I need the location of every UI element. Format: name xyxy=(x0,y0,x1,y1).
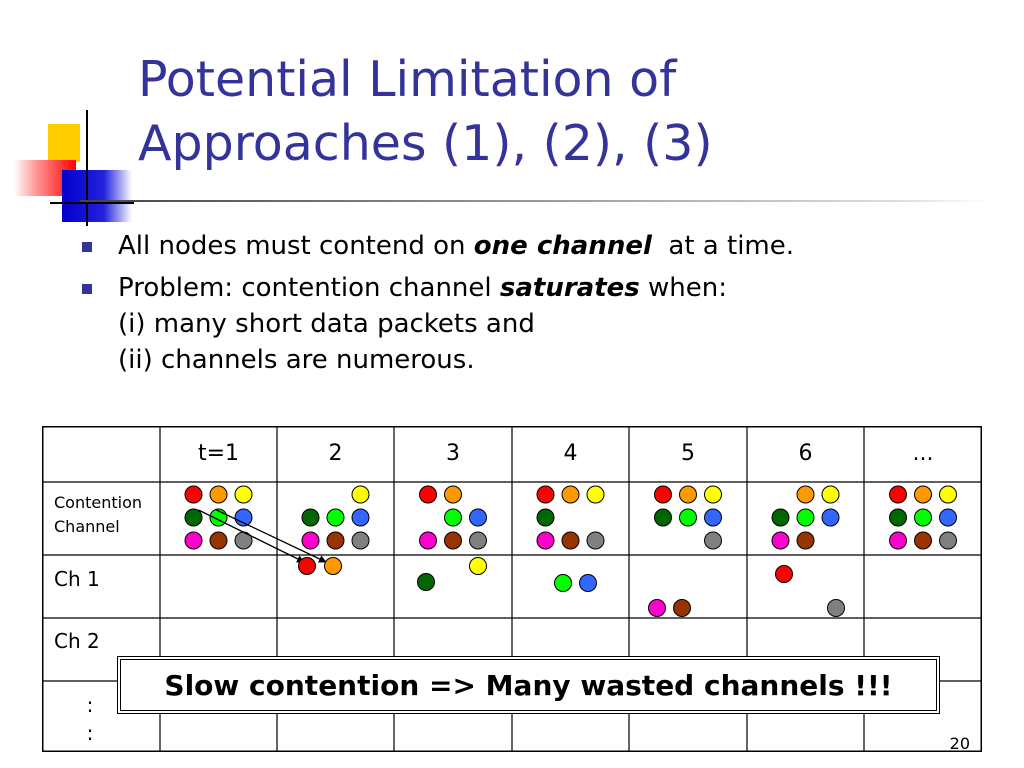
node-dot xyxy=(889,508,907,527)
node-dot xyxy=(209,531,228,550)
node-dot xyxy=(419,485,437,504)
node-dot xyxy=(554,574,572,592)
slide-title: Potential Limitation of Approaches (1), … xyxy=(138,48,713,176)
arrow-orange-to-ch1 xyxy=(216,509,327,563)
node-dot xyxy=(419,531,437,550)
slide-title-line-2: Approaches (1), (2), (3) xyxy=(138,115,713,172)
node-dot xyxy=(326,508,345,527)
decor-vertical-line xyxy=(86,110,88,226)
node-dot xyxy=(234,485,253,504)
node-dot xyxy=(914,485,932,504)
bullet-text-end: at a time. xyxy=(651,231,794,261)
node-dot xyxy=(324,557,342,575)
node-dot xyxy=(939,508,957,527)
node-dot xyxy=(889,485,907,504)
node-dot xyxy=(775,565,793,583)
node-dot xyxy=(234,508,253,527)
node-dot xyxy=(444,531,462,550)
node-dot xyxy=(184,485,203,504)
bullet-text: All nodes must contend on xyxy=(118,231,474,261)
table-header-cell: 6 xyxy=(799,441,813,466)
node-dot xyxy=(821,508,840,527)
table-header-cell: 4 xyxy=(564,441,578,466)
row-label-ch1: Ch 1 xyxy=(54,567,100,591)
title-underline xyxy=(80,200,990,202)
page-number: 20 xyxy=(949,734,970,753)
node-dot xyxy=(351,508,370,527)
node-dot xyxy=(469,531,487,550)
row-label-ch2: Ch 2 xyxy=(54,629,100,653)
node-dot xyxy=(351,485,370,504)
node-dot xyxy=(679,485,697,504)
table-header-cell: 2 xyxy=(329,441,343,466)
bullet-text-end: when: xyxy=(639,273,728,303)
node-dot xyxy=(704,508,722,527)
table-header-cell: 3 xyxy=(446,441,460,466)
row-label-ellipsis: : xyxy=(87,721,94,745)
decor-horizontal-line xyxy=(50,202,134,204)
node-dot xyxy=(939,531,957,550)
bullet-subline: (i) many short data packets and xyxy=(118,309,535,339)
row-label-ellipsis: : xyxy=(87,693,94,717)
node-dot xyxy=(827,599,845,617)
node-dot xyxy=(771,531,790,550)
table-header-cell: t=1 xyxy=(198,441,239,466)
bullet-emphasis: saturates xyxy=(499,273,640,303)
node-dot xyxy=(351,531,370,550)
node-dot xyxy=(771,508,790,527)
node-dot xyxy=(586,485,605,504)
slide-title-line-1: Potential Limitation of xyxy=(138,51,677,108)
node-dot xyxy=(648,599,666,617)
table-header-cell: ... xyxy=(913,441,934,466)
node-dot xyxy=(796,508,815,527)
node-dot xyxy=(417,573,435,591)
row-label-contention-channel: Channel xyxy=(54,517,120,536)
decor-yellow-square xyxy=(48,124,80,162)
arrow-red-to-ch1 xyxy=(198,509,305,563)
row-label-contention-channel: Contention xyxy=(54,493,142,512)
node-dot xyxy=(579,574,597,592)
node-dot xyxy=(536,485,555,504)
table-header-cell: 5 xyxy=(681,441,695,466)
node-dot xyxy=(673,599,691,617)
node-dot xyxy=(939,485,957,504)
node-dot xyxy=(561,531,580,550)
node-dot xyxy=(301,531,320,550)
node-dot xyxy=(914,508,932,527)
bullet-square-icon xyxy=(82,242,92,252)
node-dot xyxy=(536,508,555,527)
bullet-item: All nodes must contend on one channel at… xyxy=(80,228,794,264)
node-dot xyxy=(184,508,203,527)
node-dot xyxy=(796,531,815,550)
node-dot xyxy=(914,531,932,550)
node-dot xyxy=(586,531,605,550)
conclusion-callout: Slow contention => Many wasted channels … xyxy=(117,656,940,714)
node-dot xyxy=(444,485,462,504)
bullet-list: All nodes must contend on one channel at… xyxy=(80,228,794,384)
node-dot xyxy=(469,508,487,527)
node-dot xyxy=(561,485,580,504)
node-dot xyxy=(469,557,487,575)
decor-blue-square xyxy=(62,170,132,222)
node-dot xyxy=(704,531,722,550)
node-dot xyxy=(184,531,203,550)
node-dot xyxy=(796,485,815,504)
node-dot xyxy=(209,485,228,504)
node-dot xyxy=(654,508,672,527)
node-dot xyxy=(704,485,722,504)
node-dot xyxy=(444,508,462,527)
bullet-square-icon xyxy=(82,284,92,294)
node-dot xyxy=(536,531,555,550)
node-dot xyxy=(301,508,320,527)
bullet-emphasis: one channel xyxy=(473,231,652,261)
bullet-text: Problem: contention channel xyxy=(118,273,500,303)
node-dot xyxy=(326,531,345,550)
node-dot xyxy=(654,485,672,504)
node-dot xyxy=(821,485,840,504)
node-dot xyxy=(679,508,697,527)
node-dot xyxy=(298,557,316,575)
bullet-item: Problem: contention channel saturates wh… xyxy=(80,270,794,378)
bullet-subline: (ii) channels are numerous. xyxy=(118,345,475,375)
node-dot xyxy=(889,531,907,550)
